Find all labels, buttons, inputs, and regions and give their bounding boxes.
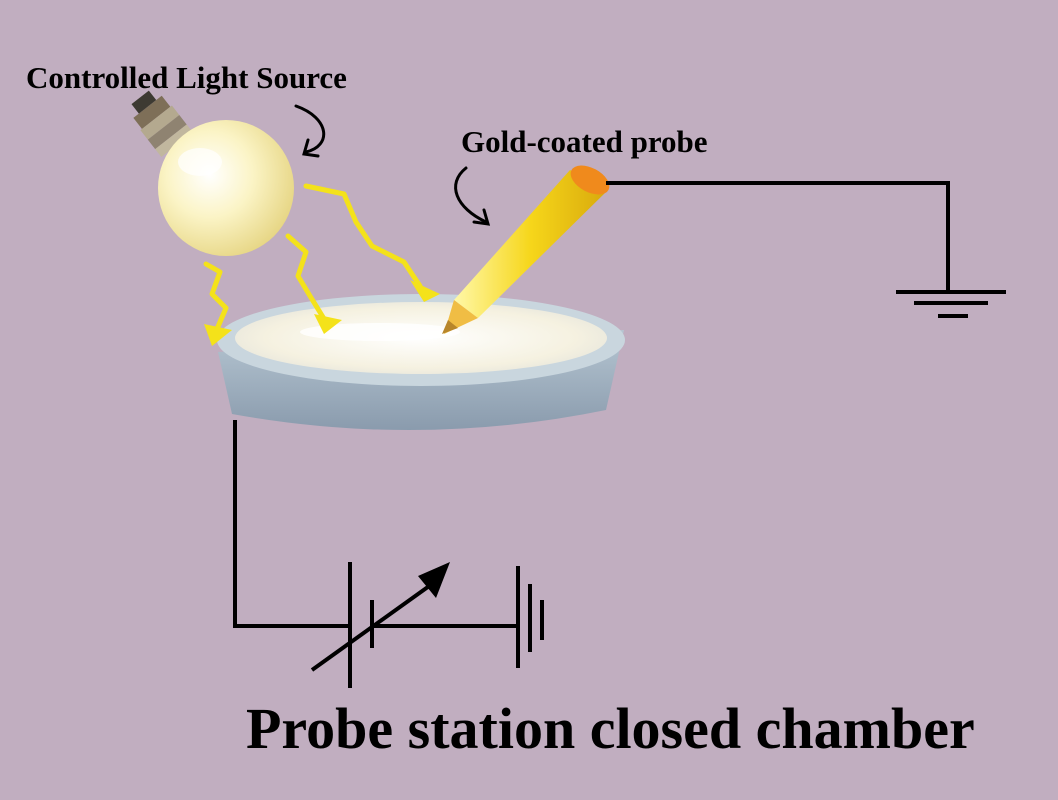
diagram-title: Probe station closed chamber bbox=[246, 696, 975, 761]
variable-voltage-source-icon bbox=[418, 562, 450, 598]
probe-label: Gold-coated probe bbox=[461, 124, 708, 159]
gold-probe-icon bbox=[442, 165, 610, 334]
dish-source-wire bbox=[233, 420, 516, 628]
curved-arrow-icon bbox=[294, 104, 326, 158]
curved-arrow-icon bbox=[454, 166, 491, 226]
sample-dish-icon bbox=[217, 294, 625, 431]
probe-ground-wire bbox=[606, 181, 950, 290]
light-source-label: Controlled Light Source bbox=[26, 60, 347, 95]
light-bulb-icon bbox=[131, 90, 294, 256]
light-ray-icon bbox=[203, 183, 423, 339]
variable-voltage-source-icon bbox=[310, 562, 434, 688]
ground-symbol-icon bbox=[516, 566, 544, 668]
light-ray-icon bbox=[204, 280, 440, 346]
ground-symbol-icon bbox=[896, 290, 1006, 318]
